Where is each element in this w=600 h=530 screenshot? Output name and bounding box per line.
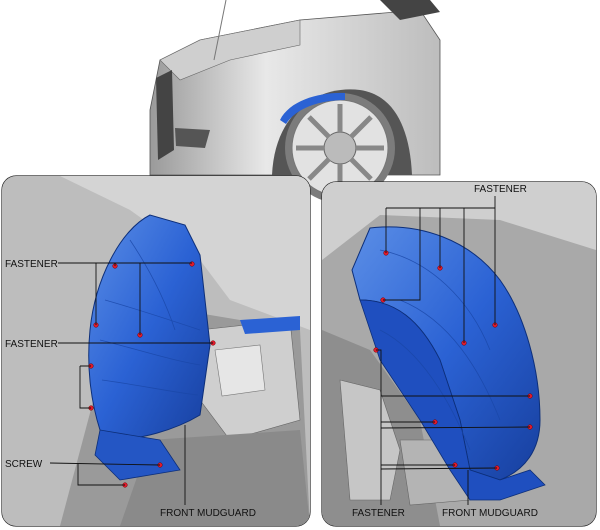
leader-lines-left [49,262,213,505]
label-right-front-mudguard: FRONT MUDGUARD [442,508,538,519]
leader-lines-right [376,196,531,505]
label-left-front-mudguard: FRONT MUDGUARD [160,508,256,519]
right-detail-panel: FASTENER FASTENER FRONT MUDGUARD [321,181,597,527]
label-right-fastener-top: FASTENER [474,184,527,195]
left-detail-panel: FASTENER FASTENER SCREW FRONT MUDGUARD [1,175,311,527]
label-left-screw: SCREW [5,459,43,470]
label-left-fastener-2: FASTENER [5,339,58,350]
label-right-fastener-bottom: FASTENER [352,508,405,519]
label-left-fastener-1: FASTENER [5,259,58,270]
fastener-marker [189,261,195,267]
car-front-illustration [149,0,441,203]
